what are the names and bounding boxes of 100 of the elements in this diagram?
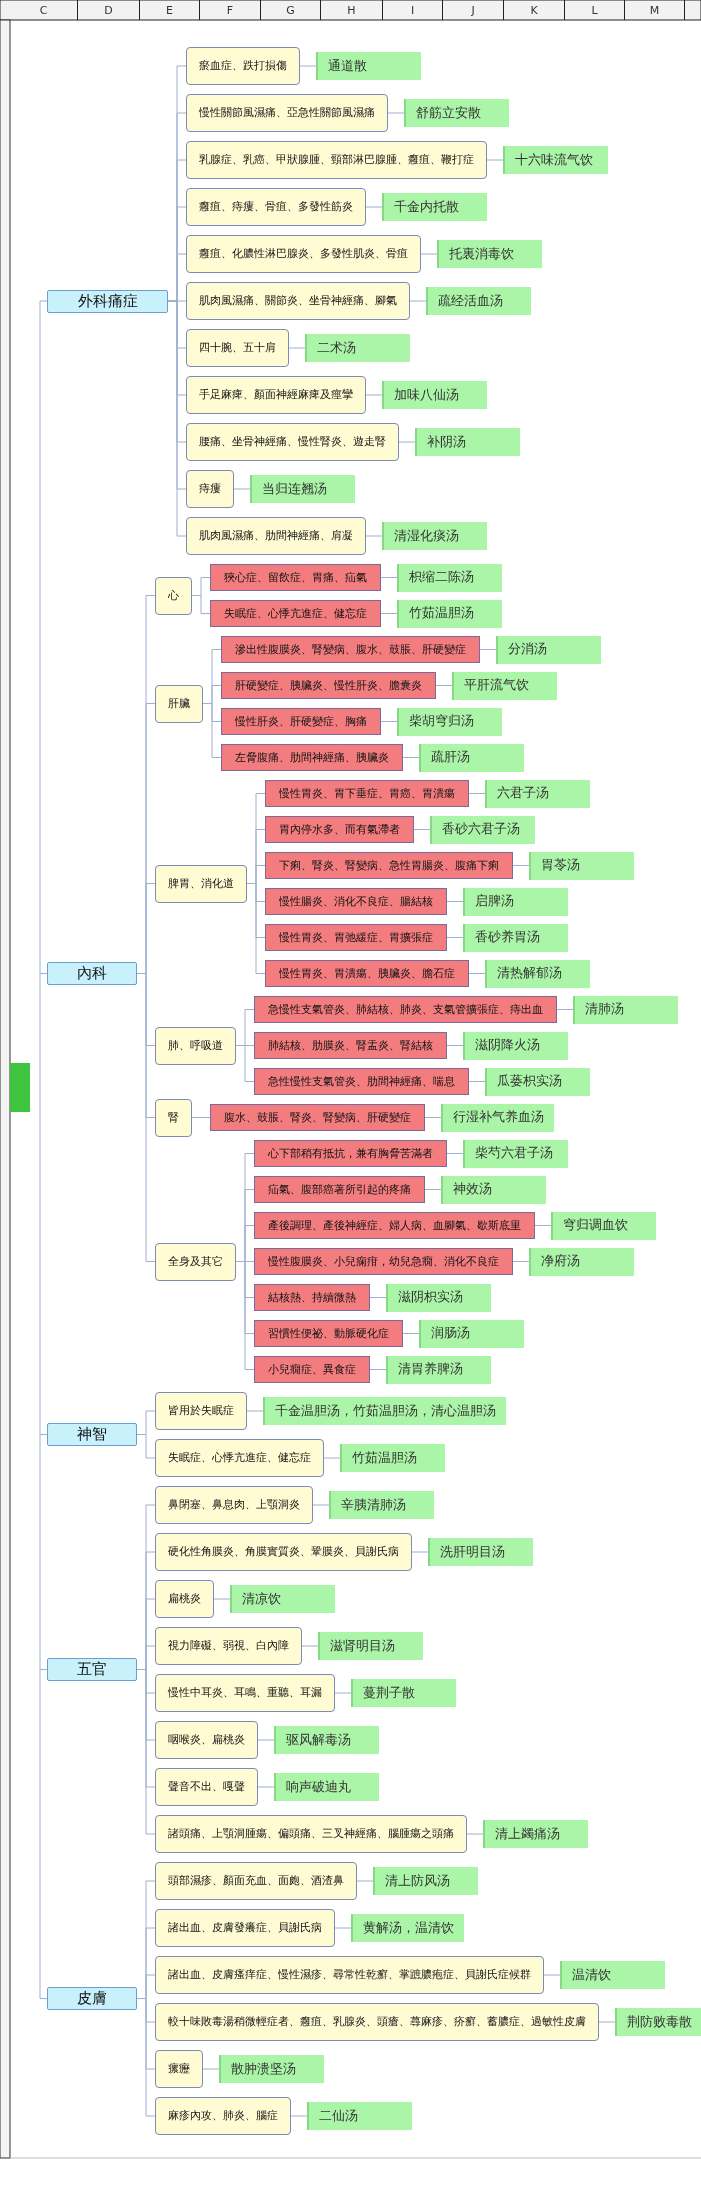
condition-box: 失眠症、心悸亢進症、健忘症 <box>210 600 381 627</box>
connector-line <box>380 577 398 578</box>
column-header: K <box>504 0 565 20</box>
formula-box: 托裏消毒饮 <box>437 240 542 268</box>
connector-line <box>213 1598 231 1600</box>
condition-box: 扁桃炎 <box>155 1580 214 1618</box>
connector-line <box>446 901 464 902</box>
condition-box: 左脅腹痛、肋間神經痛、胰臟炎 <box>221 744 403 771</box>
formula-box: 瓜蒌枳实汤 <box>485 1067 590 1096</box>
formula-box: 清湿化痰汤 <box>382 522 487 550</box>
column-header: G <box>261 0 321 20</box>
condition-box: 肺、呼吸道 <box>155 1026 236 1065</box>
formula-box: 清肺汤 <box>573 995 678 1024</box>
formula-box: 神效汤 <box>441 1175 546 1204</box>
condition-box: 硬化性角膜炎、角膜實質炎、鞏膜炎、貝謝氏病 <box>155 1533 412 1571</box>
condition-box: 鼻閉塞、鼻息肉、上顎洞炎 <box>155 1486 313 1524</box>
connector-line <box>191 1117 211 1118</box>
condition-box: 疝氣、腹部癌著所引起的疼痛 <box>254 1176 425 1203</box>
condition-box: 瘀血症、跌打損傷 <box>186 47 300 85</box>
connector-line <box>365 535 383 537</box>
connector-line <box>257 1739 275 1741</box>
connector-line <box>235 1261 255 1370</box>
condition-box: 慢性腸炎、消化不良症、腸結核 <box>265 888 447 915</box>
condition-box: 產後調理、產後神經症、婦人病、血腳氣、歇斯底里 <box>254 1212 535 1239</box>
condition-box: 肌肉風濕痛、肋間神經痛、肩凝 <box>186 517 366 555</box>
connector-line <box>420 253 438 255</box>
connector-line <box>334 1692 352 1694</box>
connector-line <box>409 300 427 302</box>
formula-box: 香砂六君子汤 <box>430 815 535 844</box>
connector-line <box>534 1225 552 1226</box>
connector-line <box>136 1998 156 2117</box>
formula-box: 千金内托散 <box>382 193 487 221</box>
formula-box: 荆防败毒散 <box>615 2008 701 2036</box>
connector-line <box>369 1369 387 1370</box>
formula-box: 柴芍六君子汤 <box>463 1139 568 1168</box>
connector-line <box>479 649 497 650</box>
condition-box: 手足麻痺、顏面神經麻痺及痙攣 <box>186 376 366 414</box>
connector-line <box>402 757 420 758</box>
connector-line <box>398 441 416 443</box>
condition-box: 肝硬變症、胰臟炎、慢性肝炎、膽囊炎 <box>221 672 436 699</box>
condition-box: 慢性關節風濕痛、亞急性關節風濕痛 <box>186 94 388 132</box>
condition-box: 慢性中耳炎、耳鳴、重聽、耳漏 <box>155 1674 335 1712</box>
condition-box: 痔瘻 <box>186 470 234 508</box>
connector-line <box>299 65 317 67</box>
formula-box: 六君子汤 <box>485 779 590 808</box>
formula-box: 补阴汤 <box>415 428 520 456</box>
connector-line <box>512 865 530 866</box>
formula-box: 行湿补气养血汤 <box>441 1103 554 1132</box>
condition-box: 聲音不出、嘎聲 <box>155 1768 258 1806</box>
condition-box: 較十味敗毒湯稍微輕症者、癰疽、乳腺炎、頭瘡、蕁麻疹、疥癬、蓄膿症、過敏性皮膚 <box>155 2003 599 2041</box>
condition-box: 慢性肝炎、肝硬變症、胸痛 <box>221 708 381 735</box>
condition-box: 下痢、腎炎、腎變病、急性胃腸炎、腹痛下痢 <box>265 852 513 879</box>
connector-line <box>356 1880 374 1882</box>
column-header: C <box>10 0 78 20</box>
condition-box: 視力障礙、弱視、白內障 <box>155 1627 302 1665</box>
connector-line <box>369 1297 387 1298</box>
formula-box: 驱风解毒汤 <box>274 1726 379 1754</box>
condition-box: 肝臟 <box>155 684 203 723</box>
condition-box: 全身及其它 <box>155 1242 236 1281</box>
formula-box: 柴胡穹归汤 <box>397 707 502 736</box>
condition-box: 咽喉炎、扁桃炎 <box>155 1721 258 1759</box>
formula-box: 清胃养脾汤 <box>386 1355 491 1384</box>
connector-line <box>486 159 504 161</box>
condition-box: 狹心症、留飲症、胃痛、疝氣 <box>210 564 381 591</box>
connector-line <box>446 1045 464 1046</box>
connector-line <box>380 721 398 722</box>
formula-box: 竹茹温胆汤 <box>340 1444 445 1472</box>
formula-box: 当归连翘汤 <box>250 475 355 503</box>
formula-box: 清热解郁汤 <box>485 959 590 988</box>
condition-box: 腰痛、坐骨神經痛、慢性腎炎、遊走腎 <box>186 423 399 461</box>
formula-box: 清凉饮 <box>230 1585 335 1613</box>
formula-box: 香砂养胃汤 <box>463 923 568 952</box>
connector-line <box>301 1645 319 1647</box>
connector-line <box>424 1117 442 1118</box>
formula-box: 滋阴枳实汤 <box>386 1283 491 1312</box>
condition-box: 四十腕、五十肩 <box>186 329 289 367</box>
connector-line <box>468 793 486 794</box>
formula-box: 疏肝汤 <box>419 743 524 772</box>
condition-box: 肺結核、肋膜炎、腎盂炎、腎結核 <box>254 1032 447 1059</box>
connector-line <box>543 1974 561 1976</box>
formula-box: 胃苓汤 <box>529 851 634 880</box>
connector-line <box>435 685 453 686</box>
connector-line <box>556 1009 574 1010</box>
connector-line <box>136 1669 156 1835</box>
formula-box: 加味八仙汤 <box>382 381 487 409</box>
condition-box: 滲出性腹膜炎、腎變病、腹水、鼓脹、肝硬變症 <box>221 636 480 663</box>
condition-box: 癰疽、化膿性淋巴腺炎、多發性肌炎、骨疽 <box>186 235 421 273</box>
connector-line <box>468 1081 486 1082</box>
condition-box: 慢性胃炎、胃潰瘍、胰臟炎、膽石症 <box>265 960 469 987</box>
connector-line <box>167 300 187 537</box>
formula-box: 枳缩二陈汤 <box>397 563 502 592</box>
condition-box: 腎 <box>155 1098 192 1137</box>
connector-line <box>202 2068 220 2070</box>
column-header: J <box>443 0 504 20</box>
condition-box: 頭部濕疹、顏面充血、面皰、酒渣鼻 <box>155 1862 357 1900</box>
connector-line <box>512 1261 530 1262</box>
formula-box: 分消汤 <box>496 635 601 664</box>
connector-line <box>365 394 383 396</box>
category-box: 五官 <box>47 1658 137 1681</box>
condition-box: 急慢性支氣管炎、肺結核、肺炎、支氣管擴張症、痔出血 <box>254 996 557 1023</box>
